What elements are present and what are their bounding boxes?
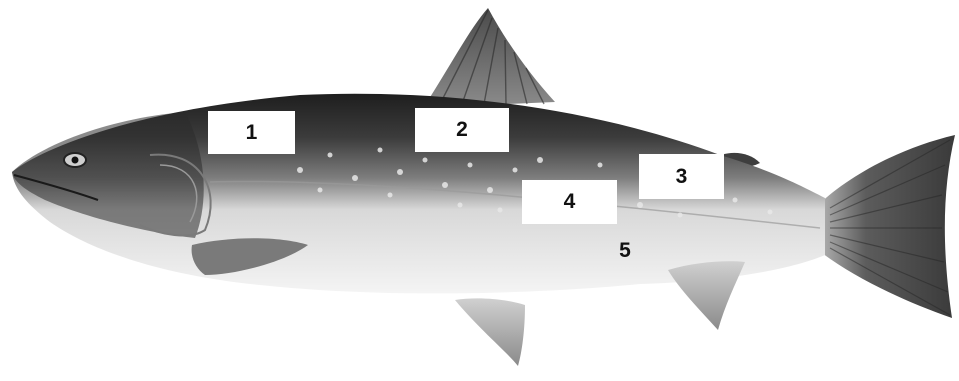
label-5: 5 — [610, 237, 640, 265]
label-3: 3 — [639, 154, 724, 199]
anal-fin — [668, 261, 745, 330]
tail-fin — [818, 135, 955, 318]
label-2: 2 — [415, 108, 509, 152]
head — [12, 112, 204, 238]
pelvic-fin — [455, 298, 525, 366]
label-4: 4 — [522, 180, 617, 224]
label-1: 1 — [208, 111, 295, 154]
